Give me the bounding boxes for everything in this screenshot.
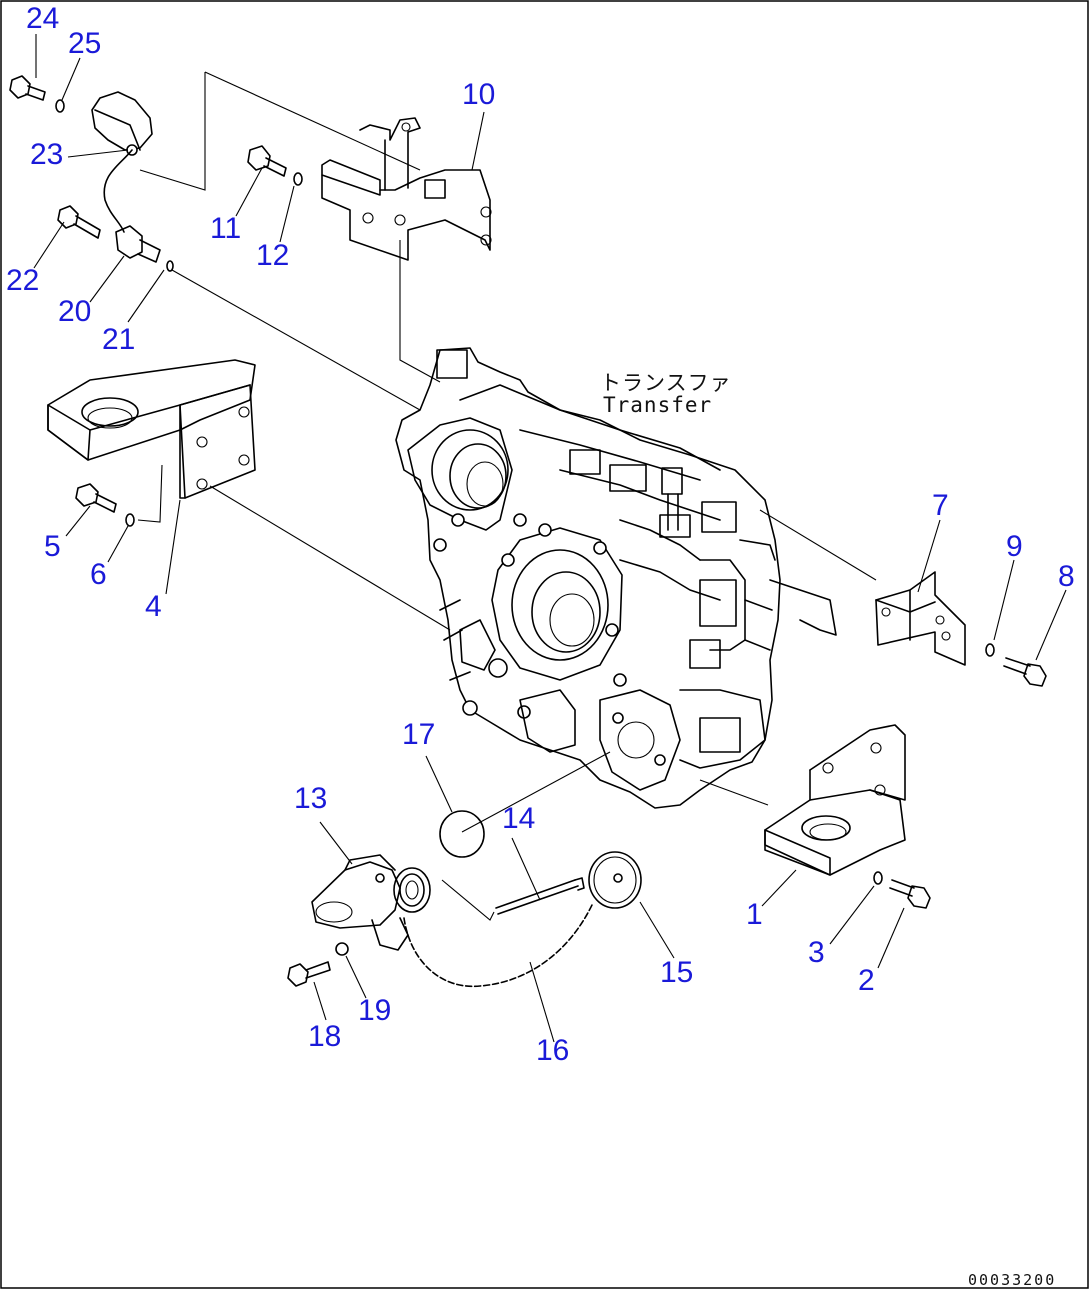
sensor-wire [103,149,133,233]
callout-6: 6 [90,558,107,591]
callout-8: 8 [1058,560,1075,593]
callout-3: 3 [808,936,825,969]
callout-16: 16 [536,1034,570,1067]
sensor-20 [115,225,161,263]
callout-4: 4 [145,590,162,623]
callout-22: 22 [6,264,40,297]
component-label-en: Transfer [603,393,713,417]
bolt-18 [287,961,331,987]
callout-10: 10 [462,78,496,111]
callout-14: 14 [502,802,536,835]
mount-bracket-4 [47,359,256,499]
cap-15 [588,851,642,909]
chain-16 [403,904,593,988]
oring-17 [439,810,485,858]
leader-lines [33,34,1067,1043]
washer-6 [125,513,135,527]
bolt-5 [75,483,117,513]
callout-19: 19 [358,994,392,1027]
callout-24: 24 [26,2,60,35]
bracket-7 [875,571,966,666]
callout-23: 23 [30,138,64,171]
component-label-jp: トランスファ [600,371,732,395]
callout-2: 2 [858,964,875,997]
washer-9 [985,643,995,657]
callout-15: 15 [660,956,694,989]
washer-12 [293,172,303,186]
drawing-code: 00033200 [968,1271,1057,1289]
sensor-bracket-23 [91,91,153,156]
washer-25 [55,99,65,113]
callout-21: 21 [102,323,136,356]
breather-cap [393,867,431,913]
callout-5: 5 [44,530,61,563]
callout-11: 11 [210,212,242,245]
callout-18: 18 [308,1020,342,1053]
callout-12: 12 [256,239,290,272]
washer-19 [335,942,349,956]
mount-bracket-1 [764,724,906,876]
bolt-11 [247,145,287,177]
bracket-10 [321,117,492,261]
transfer-case [395,347,837,809]
callout-1: 1 [746,898,763,931]
callout-25: 25 [68,27,102,60]
callout-7: 7 [932,489,949,522]
bolt-24 [9,75,46,101]
washer-3 [873,871,883,885]
callout-20: 20 [58,295,92,328]
bolt-22 [57,205,101,239]
bolt-8 [1003,657,1047,687]
oring-21 [166,260,174,272]
callout-9: 9 [1006,530,1023,563]
rod-14 [495,877,585,915]
callout-13: 13 [294,782,328,815]
bolt-2 [889,879,931,909]
breather-bracket-13 [311,854,409,951]
callout-17: 17 [402,718,436,751]
